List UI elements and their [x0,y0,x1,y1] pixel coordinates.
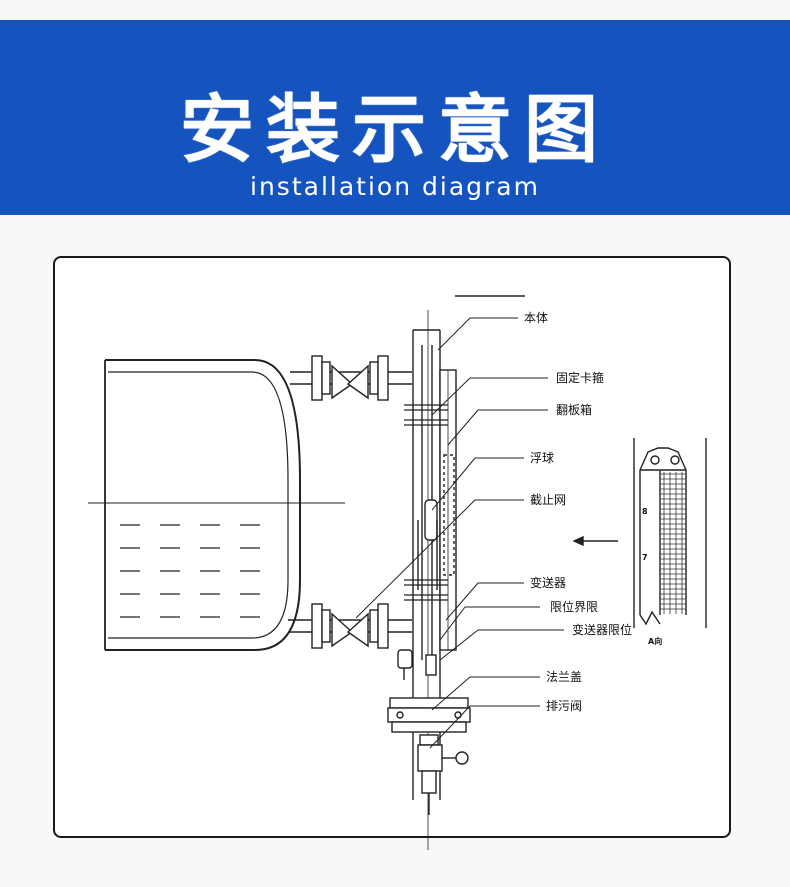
view-a-label: A向 [648,636,662,646]
label-drain-valve: 排污阀 [546,699,582,713]
scale-ticks [660,472,686,614]
diagram-frame [53,256,731,838]
banner-subtitle: installation diagram [250,172,540,201]
component-labels: 本体 固定卡箍 翻板箱 浮球 截止网 变送器 限位界限 变送器限位 法兰盖 排污… [524,311,662,713]
transmitter-limit-knob [397,649,437,680]
tank-drawing [88,359,345,651]
label-limit-switch: 限位界限 [550,599,598,614]
label-stop-net: 截止网 [530,493,566,507]
scale-mark-8: 8 [642,507,648,516]
drain-valve-drawing [417,734,469,815]
label-fixing-clamp: 固定卡箍 [556,370,604,385]
banner-title: 安装示意图 [180,87,610,173]
label-transmitter: 变送器 [530,575,566,590]
bottom-flange [387,697,471,733]
header-banner: 安装示意图 installation diagram [0,20,790,215]
lower-connection [288,603,412,649]
label-transmitter-limit: 变送器限位 [572,622,632,637]
label-body: 本体 [524,311,548,325]
upper-connection [290,355,412,401]
view-arrow [572,535,618,547]
scale-panel [633,438,707,628]
label-flange-cover: 法兰盖 [546,670,582,684]
label-float-ball: 浮球 [530,451,554,465]
leader-lines [355,317,564,749]
label-flap-box: 翻板箱 [556,402,592,417]
scale-mark-7: 7 [642,553,648,562]
